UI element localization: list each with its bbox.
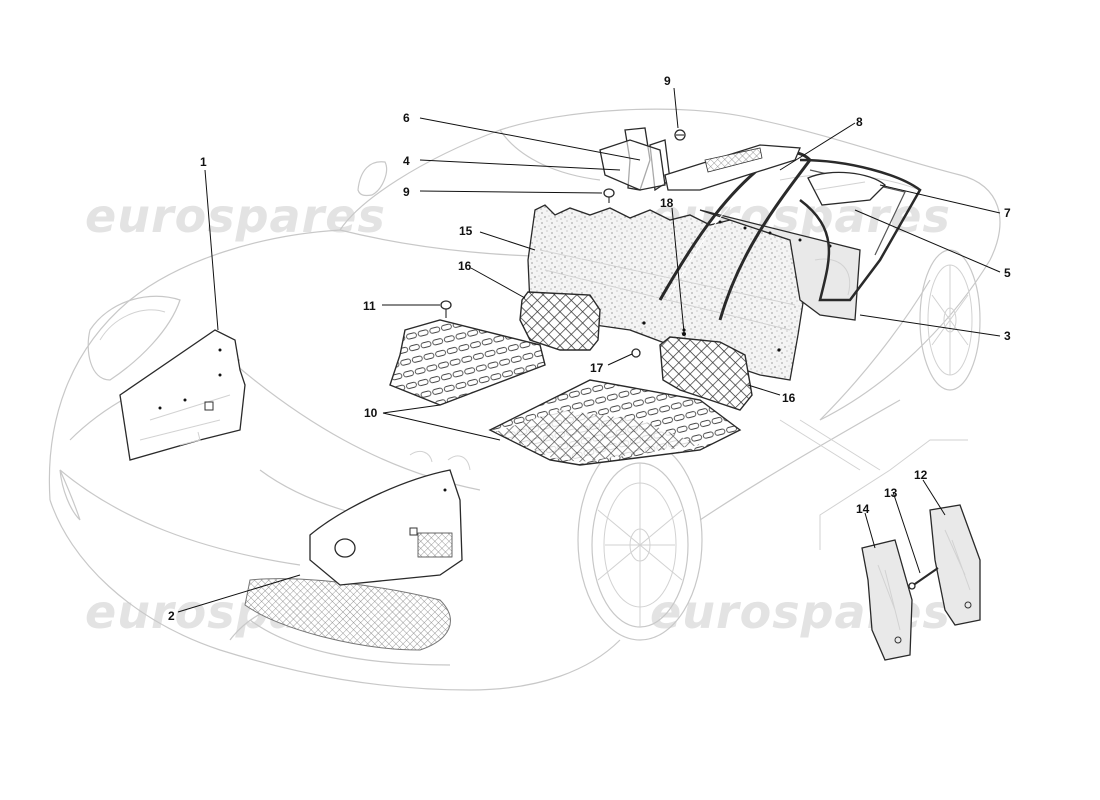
callout-6: 6 (403, 111, 410, 125)
part-7-rear-quarter-frame (807, 171, 886, 206)
callout-9-lower: 9 (403, 185, 410, 199)
watermark-top-left: eurospares (85, 189, 386, 243)
part-10-floor-mat-right (488, 379, 742, 466)
callout-15: 15 (459, 224, 473, 238)
callout-17: 17 (590, 361, 604, 375)
car-body-outline (48, 108, 1001, 691)
part-12-bracket-plate (929, 504, 981, 626)
callout-10: 10 (364, 406, 378, 420)
part-18-clip (682, 332, 686, 336)
part-9-screw-top (674, 129, 686, 141)
leader-lines (177, 87, 1001, 613)
rear-wheel (919, 249, 981, 391)
callout-7: 7 (1004, 206, 1011, 220)
part-16-net-right (659, 336, 753, 411)
callout-12: 12 (914, 468, 928, 482)
part-2-front-inner-panel (309, 451, 471, 586)
callout-16-right: 16 (782, 391, 796, 405)
callout-11: 11 (363, 299, 376, 313)
callout-16-left: 16 (458, 259, 472, 273)
callout-5: 5 (1004, 266, 1011, 280)
callout-9-top: 9 (664, 74, 671, 88)
callout-18: 18 (660, 196, 674, 210)
callout-1: 1 (200, 155, 207, 169)
part-1-front-trunk-side-panel (119, 329, 246, 461)
part-17-screw (631, 348, 641, 358)
callout-2: 2 (168, 609, 175, 623)
part-8-intake-grille (664, 144, 801, 191)
callout-8: 8 (856, 115, 863, 129)
callout-3: 3 (1004, 329, 1011, 343)
part-16-net-left (519, 291, 601, 351)
part-10-floor-mat-left (389, 319, 546, 406)
part-13-pin (908, 567, 939, 590)
front-wheel (577, 439, 703, 641)
callout-13: 13 (884, 486, 898, 500)
callout-labels: 1 2 3 4 5 6 7 8 9 9 10 11 12 13 14 15 16… (168, 74, 1011, 623)
part-11-screw (440, 300, 452, 318)
part-9-screw-lower (603, 188, 615, 203)
callout-4: 4 (403, 154, 410, 168)
part-14-bracket-plate (861, 539, 913, 661)
callout-14: 14 (856, 502, 870, 516)
